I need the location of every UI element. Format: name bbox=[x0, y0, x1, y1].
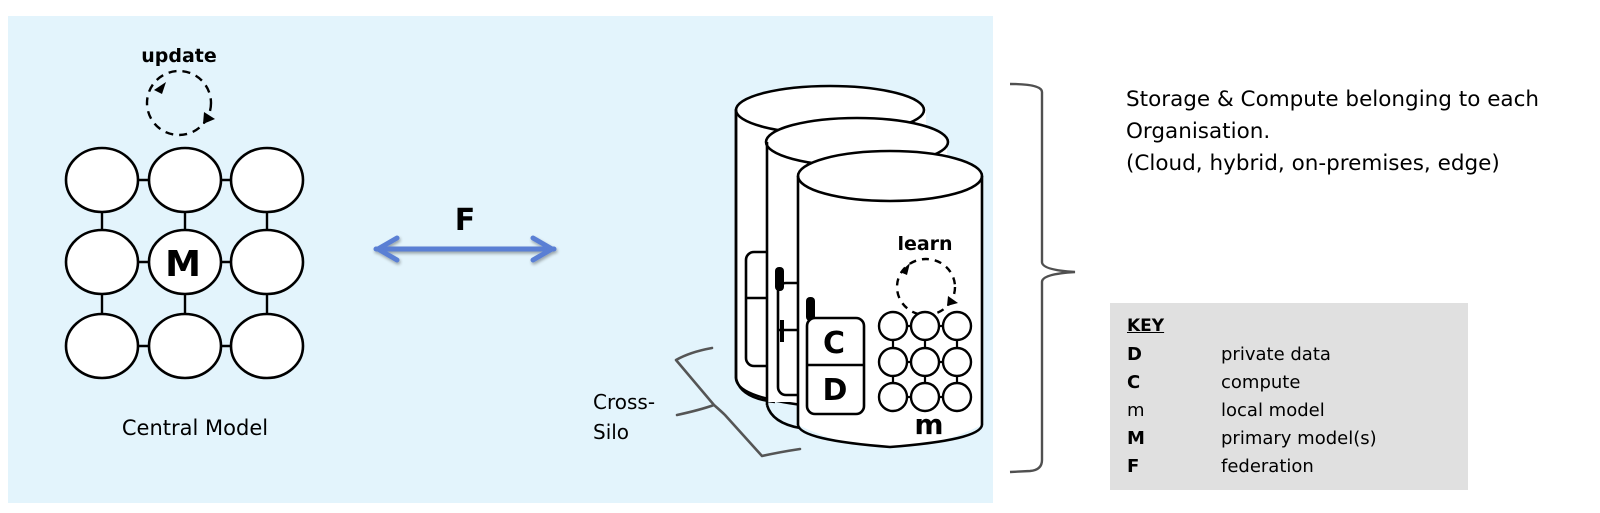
key-symbol: D bbox=[1127, 344, 1142, 365]
organisation-description-line2: Organisation. bbox=[1126, 119, 1271, 144]
local-model-node bbox=[877, 381, 909, 413]
compute-label: C bbox=[823, 326, 845, 361]
key-description: local model bbox=[1221, 400, 1325, 421]
primary-model-node bbox=[147, 228, 223, 296]
central-model: update M Central Model bbox=[64, 45, 305, 440]
model-node bbox=[147, 312, 223, 380]
data-label: D bbox=[823, 373, 848, 408]
update-label: update bbox=[141, 45, 217, 67]
cross-silo-label-line1: Cross- bbox=[593, 390, 655, 414]
organisation-description-line3: (Cloud, hybrid, on-premises, edge) bbox=[1126, 151, 1500, 176]
cross-silo-label-line2: Silo bbox=[593, 420, 629, 444]
key-title: KEY bbox=[1127, 316, 1165, 336]
organisation-description-line1: Storage & Compute belonging to each bbox=[1126, 87, 1540, 112]
key-description: federation bbox=[1221, 456, 1314, 477]
local-model-node bbox=[909, 381, 941, 413]
key-symbol: M bbox=[1127, 428, 1145, 449]
update-loop-icon bbox=[145, 69, 215, 137]
organisation-bracket bbox=[1009, 82, 1076, 474]
key-description: primary model(s) bbox=[1221, 428, 1377, 449]
model-node bbox=[229, 146, 305, 214]
key-symbol: C bbox=[1127, 372, 1141, 393]
double-arrow-icon bbox=[373, 235, 557, 263]
local-model-node bbox=[909, 346, 941, 378]
model-node bbox=[64, 312, 140, 380]
primary-model-label: M bbox=[165, 244, 201, 285]
federation-label: F bbox=[455, 203, 476, 238]
model-node bbox=[229, 228, 305, 296]
local-model-label: m bbox=[914, 408, 943, 441]
cross-silo-brace: Cross- Silo bbox=[593, 346, 802, 458]
central-model-nodes bbox=[64, 146, 305, 380]
model-node bbox=[229, 312, 305, 380]
silo-front-contents: C D learn m bbox=[805, 233, 973, 441]
local-model-node bbox=[941, 346, 973, 378]
federation-arrow: F bbox=[373, 203, 557, 263]
local-model-node bbox=[877, 310, 909, 342]
key-entry: m local model bbox=[1127, 399, 1325, 423]
key-description: compute bbox=[1221, 372, 1301, 393]
model-node bbox=[64, 228, 140, 296]
local-model-node bbox=[877, 346, 909, 378]
key-symbol: m bbox=[1127, 400, 1145, 421]
key-symbol: F bbox=[1127, 456, 1140, 477]
organisation-description: Storage & Compute belonging to each Orga… bbox=[1126, 84, 1596, 180]
local-model-node bbox=[909, 310, 941, 342]
key-description: private data bbox=[1221, 344, 1331, 365]
local-model-nodes bbox=[877, 310, 973, 413]
model-node bbox=[147, 146, 223, 214]
local-model-node bbox=[941, 381, 973, 413]
learn-label: learn bbox=[897, 233, 952, 255]
central-model-caption: Central Model bbox=[122, 416, 268, 440]
local-model-node bbox=[941, 310, 973, 342]
model-node bbox=[64, 146, 140, 214]
